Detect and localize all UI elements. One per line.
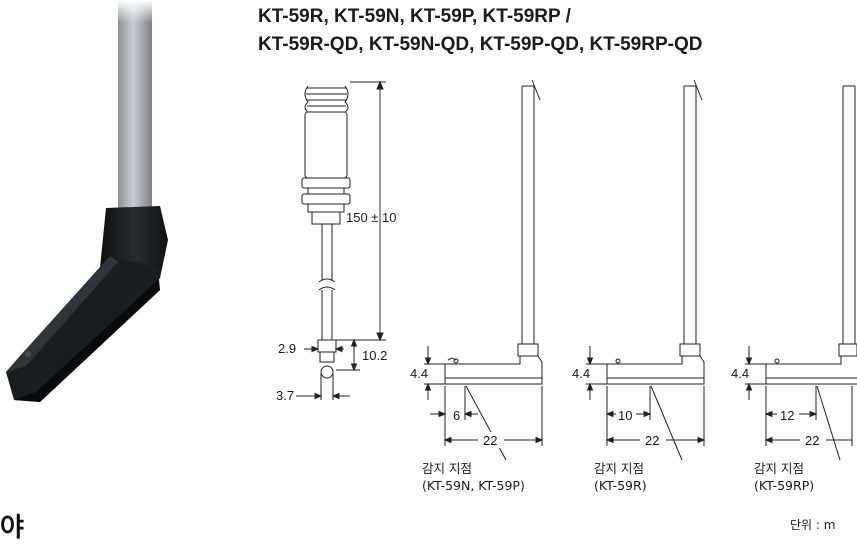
variant-a-height: 4.4 xyxy=(410,366,428,381)
unit-label: 단위 : m xyxy=(790,518,836,532)
variant-c-height: 4.4 xyxy=(731,366,749,381)
variant-c-sense-models: (KT-59RP) xyxy=(754,478,814,493)
variant-a-drawing xyxy=(424,79,544,461)
variant-a-offset: 6 xyxy=(453,408,460,423)
variant-a-sense-label: 감지 지점 xyxy=(422,461,472,476)
variant-b-sense-models: (KT-59R) xyxy=(594,478,647,493)
variant-b-offset: 10 xyxy=(618,408,632,423)
variant-c-length: 22 xyxy=(805,433,819,448)
variant-c-offset: 12 xyxy=(780,408,794,423)
dim-tip-dia: 3.7 xyxy=(276,388,294,403)
dim-cable-length: 150 ± 10 xyxy=(346,210,397,225)
sensor-led xyxy=(25,351,31,357)
model-title-line1: KT-59R, KT-59N, KT-59P, KT-59RP / xyxy=(258,6,571,27)
sensor-body xyxy=(6,256,160,402)
variant-c-sense-label: 감지 지점 xyxy=(754,461,804,476)
dim-conn-len: 10.2 xyxy=(362,348,387,363)
variant-b-length: 22 xyxy=(645,433,659,448)
dim-conn-dia: 2.9 xyxy=(278,341,296,356)
variant-b-sense-label: 감지 지점 xyxy=(594,461,644,476)
cable-drawing xyxy=(296,80,386,400)
model-title-line2: KT-59R-QD, KT-59N-QD, KT-59P-QD, KT-59RP… xyxy=(258,34,703,55)
corner-heading-fragment: 야 xyxy=(0,513,24,543)
variant-b-height: 4.4 xyxy=(572,366,590,381)
variant-b-drawing xyxy=(586,79,706,461)
variant-a-sense-models: (KT-59N, KT-59P) xyxy=(422,478,525,493)
product-photo xyxy=(6,0,168,402)
variant-a-length: 22 xyxy=(483,433,497,448)
variant-c-drawing xyxy=(745,85,857,461)
